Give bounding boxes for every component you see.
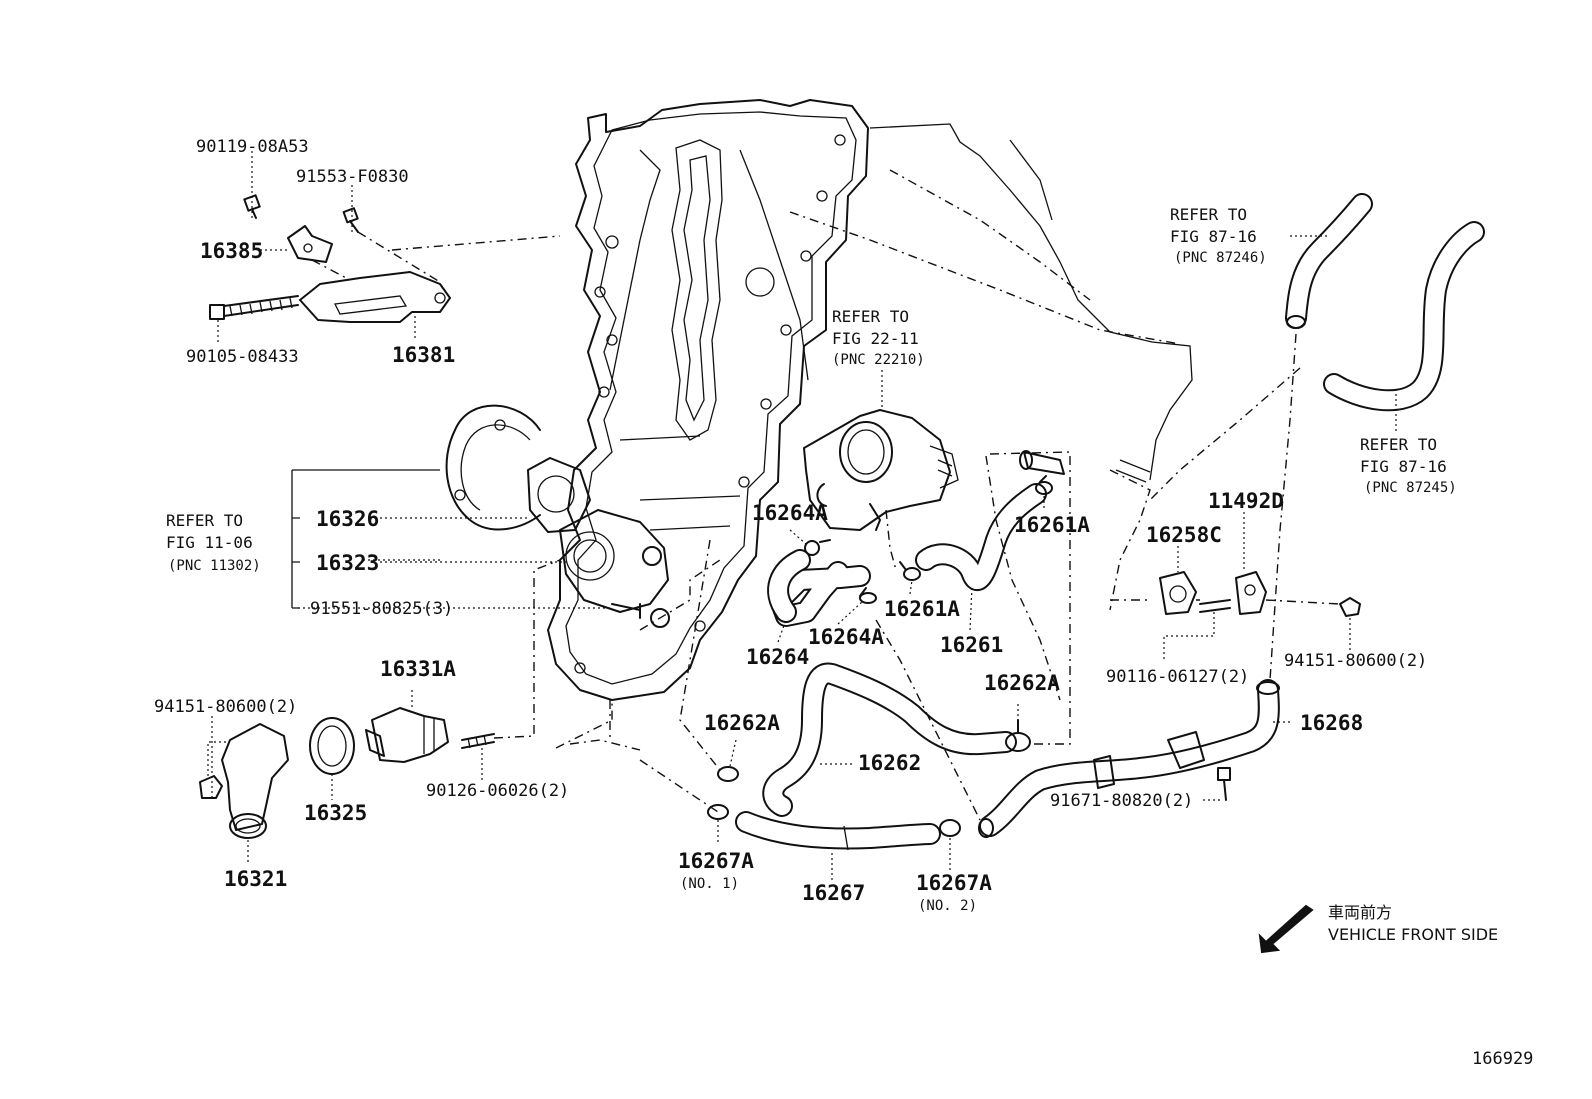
label-90126: 90126-06026(2)	[426, 781, 569, 801]
bracket-group	[209, 148, 561, 345]
label-90105: 90105-08433	[186, 347, 299, 367]
figure-number: 166929	[1472, 1049, 1533, 1069]
refer-87-16-b-line2: FIG 87-16	[1360, 457, 1447, 476]
refer-11-06-line3: (PNC 11302)	[168, 558, 261, 574]
label-16267A-no2: 16267A	[916, 871, 992, 895]
label-16268: 16268	[1300, 711, 1363, 735]
label-90116: 90116-06127(2)	[1106, 667, 1249, 687]
label-16385: 16385	[200, 239, 263, 263]
label-11492D: 11492D	[1208, 489, 1284, 513]
thermostat-group	[199, 457, 721, 862]
clamp-16262A-left	[717, 766, 739, 782]
front-side-en: VEHICLE FRONT SIDE	[1328, 925, 1498, 944]
refer-22-11-line1: REFER TO	[832, 307, 909, 326]
label-16261A-right: 16261A	[1014, 513, 1090, 537]
gasket-11492D	[1235, 571, 1267, 615]
refer-11-06-line2: FIG 11-06	[166, 533, 253, 552]
nut-94151-right	[1339, 597, 1361, 617]
arrow-down-left-icon	[1258, 904, 1314, 954]
clamp-16264A-bottom	[859, 587, 877, 604]
gasket-16258C	[1159, 571, 1197, 615]
label-90119: 90119-08A53	[196, 137, 309, 157]
label-16264A-bottom: 16264A	[808, 625, 884, 649]
refer-22-11-line2: FIG 22-11	[832, 329, 919, 348]
label-16267A-no1: 16267A	[678, 849, 754, 873]
label-16264A-top: 16264A	[752, 501, 828, 525]
clamp-16261A-left	[899, 561, 921, 581]
refer-87-16-b-line1: REFER TO	[1360, 435, 1437, 454]
refer-22-11-line3: (PNC 22210)	[832, 352, 925, 368]
label-16331A: 16331A	[380, 657, 456, 681]
nut-94151-left	[199, 775, 223, 799]
label-16262: 16262	[858, 751, 921, 775]
stud-90116	[1199, 599, 1231, 613]
label-91553: 91553-F0830	[296, 167, 409, 187]
label-16258C: 16258C	[1146, 523, 1222, 547]
front-side-jp: 車両前方	[1328, 903, 1392, 922]
label-16264: 16264	[746, 645, 809, 669]
clamp-16262A-right	[1005, 719, 1031, 752]
label-16262A-right: 16262A	[984, 671, 1060, 695]
label-91551: 91551-80825(3)	[310, 599, 453, 619]
label-16267A-no2-sub: (NO. 2)	[918, 898, 977, 914]
bracket-16385	[287, 225, 333, 263]
hose-16264	[767, 549, 871, 627]
hose-refer-87245	[1323, 221, 1485, 412]
bolt-90119	[243, 194, 261, 219]
bracket-16381	[299, 271, 451, 323]
label-16321: 16321	[224, 867, 287, 891]
label-16262A-left: 16262A	[704, 711, 780, 735]
label-16261A-left: 16261A	[884, 597, 960, 621]
thermostat-16331A	[365, 707, 449, 763]
clamp-16264A-top	[804, 539, 831, 556]
label-94151-right: 94151-80600(2)	[1284, 651, 1427, 671]
clamp-16261A-right	[1035, 475, 1053, 495]
hose-16262	[762, 662, 1017, 817]
refer-11-06-line1: REFER TO	[166, 511, 243, 530]
hose-refer-87246	[1285, 193, 1373, 329]
hose-16261	[915, 483, 1047, 592]
bolt-91553	[342, 207, 359, 233]
pipe-16268	[978, 679, 1280, 838]
bolt-91671	[1217, 767, 1231, 801]
label-16261: 16261	[940, 633, 1003, 657]
label-16323: 16323	[316, 551, 379, 575]
housing-16323	[559, 509, 669, 613]
label-16326: 16326	[316, 507, 379, 531]
label-94151-left: 94151-80600(2)	[154, 697, 297, 717]
hose-16267	[735, 811, 941, 850]
gasket-16326	[527, 457, 591, 533]
label-16325: 16325	[304, 801, 367, 825]
bolt-90105	[209, 295, 299, 320]
water-inlet-16321	[221, 723, 289, 839]
refer-87-16-b-line3: (PNC 87245)	[1364, 480, 1457, 496]
throttle-body	[803, 370, 959, 531]
label-16381: 16381	[392, 343, 455, 367]
label-16267: 16267	[802, 881, 865, 905]
refer-87-16-a-line3: (PNC 87246)	[1174, 250, 1267, 266]
refer-87-16-a-line1: REFER TO	[1170, 205, 1247, 224]
engine-timing-cover	[445, 99, 1193, 701]
label-91671: 91671-80820(2)	[1050, 791, 1193, 811]
clamp-16267A-no2	[939, 819, 961, 837]
label-16267A-no1-sub: (NO. 1)	[680, 876, 739, 892]
clamp-16267A-no1	[707, 804, 729, 820]
refer-87-16-a-line2: FIG 87-16	[1170, 227, 1257, 246]
stud-90126	[461, 733, 495, 749]
